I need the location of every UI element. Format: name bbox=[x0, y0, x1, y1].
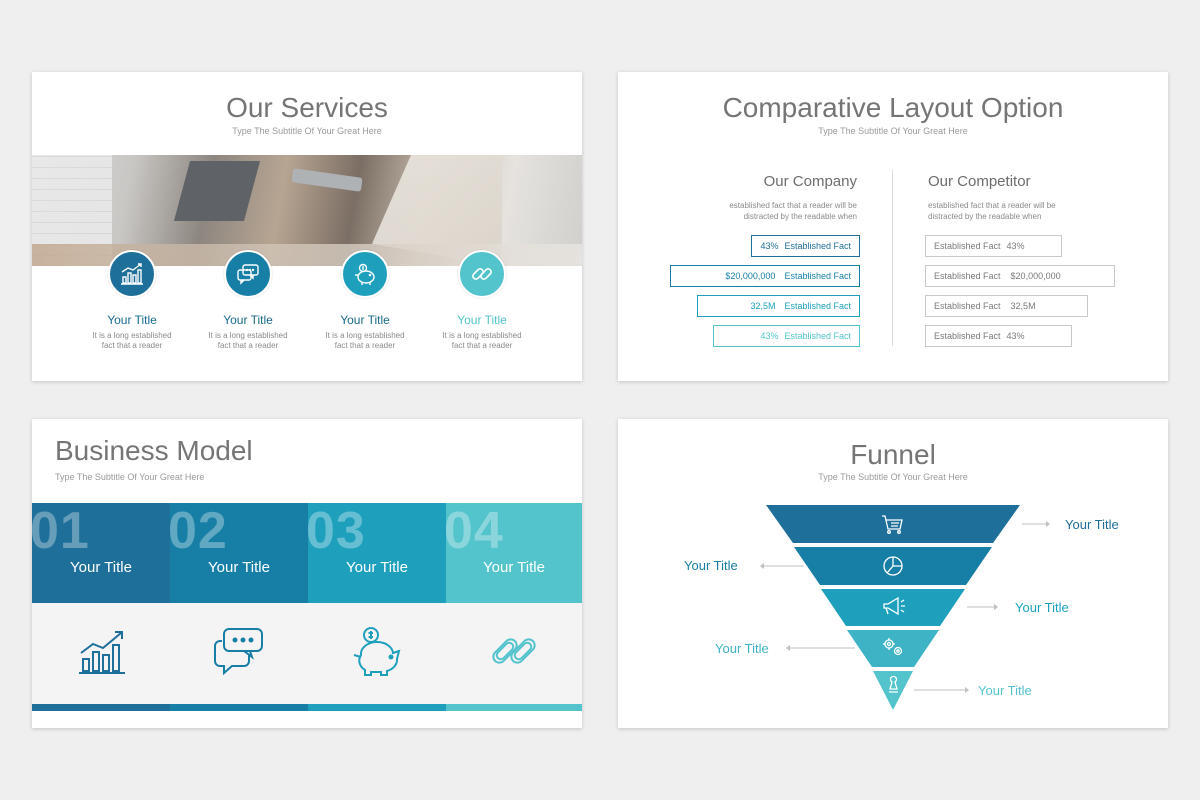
slide-subtitle: Type The Subtitle Of Your Great Here bbox=[818, 472, 968, 482]
step-number: 01 bbox=[32, 503, 90, 560]
gears-icon bbox=[883, 638, 903, 656]
our-company-text: established fact that a reader will be d… bbox=[729, 201, 857, 221]
slide-comparative-layout[interactable]: Comparative Layout Option Type The Subti… bbox=[618, 72, 1168, 381]
service-title: Your Title bbox=[457, 313, 507, 327]
column-divider bbox=[892, 170, 893, 346]
model-column: 04 Your Title bbox=[446, 503, 582, 603]
color-strip bbox=[170, 704, 308, 711]
piggy-bank-icon bbox=[308, 625, 446, 679]
slide-title: Comparative Layout Option bbox=[722, 92, 1064, 123]
megaphone-icon bbox=[883, 596, 905, 616]
funnel-level-3 bbox=[821, 589, 965, 626]
service-item: Your Title It is a long established fact… bbox=[310, 250, 420, 351]
color-strip bbox=[446, 704, 582, 711]
chain-link-icon bbox=[446, 625, 582, 677]
column-title: Your Title bbox=[208, 559, 270, 576]
service-text: It is a long established fact that a rea… bbox=[325, 331, 405, 350]
funnel-label: Your Title bbox=[684, 558, 738, 573]
office-team-photo bbox=[32, 155, 582, 266]
our-competitor-text: established fact that a reader will be d… bbox=[928, 201, 1056, 221]
funnel-label: Your Title bbox=[1015, 600, 1069, 615]
piggy-bank-icon bbox=[341, 250, 389, 298]
column-title: Your Title bbox=[70, 559, 132, 576]
slide-title: Business Model bbox=[55, 435, 253, 466]
slide-subtitle: Type The Subtitle Of Your Great Here bbox=[55, 472, 205, 482]
service-title: Your Title bbox=[340, 313, 390, 327]
step-number: 02 bbox=[170, 503, 228, 560]
model-column: 03 Your Title bbox=[308, 503, 446, 603]
model-column: 02 Your Title bbox=[170, 503, 308, 603]
funnel-label: Your Title bbox=[978, 683, 1032, 698]
chat-bubbles-icon bbox=[170, 625, 308, 677]
company-fact-box: 43%Established Fact bbox=[713, 325, 860, 347]
pie-chart-icon bbox=[883, 556, 903, 576]
funnel-label: Your Title bbox=[1065, 517, 1119, 532]
company-fact-box: 43%Established Fact bbox=[751, 235, 860, 257]
service-title: Your Title bbox=[223, 313, 273, 327]
shopping-cart-icon bbox=[882, 515, 903, 534]
column-title: Your Title bbox=[346, 559, 408, 576]
slide-title: Funnel bbox=[850, 439, 936, 470]
service-item: Your Title It is a long established fact… bbox=[193, 250, 303, 351]
funnel-label: Your Title bbox=[715, 641, 769, 656]
slide-title: Our Services bbox=[226, 92, 388, 123]
slide-subtitle: Type The Subtitle Of Your Great Here bbox=[818, 126, 968, 136]
service-item: Your Title It is a long established fact… bbox=[77, 250, 187, 351]
chat-bubbles-icon bbox=[224, 250, 272, 298]
our-company-heading: Our Company bbox=[763, 173, 857, 190]
competitor-fact-box: Established Fact$20,000,000 bbox=[925, 265, 1115, 287]
growth-chart-icon bbox=[32, 625, 170, 677]
slide-subtitle: Type The Subtitle Of Your Great Here bbox=[232, 126, 382, 136]
slide-business-model[interactable]: Business Model Type The Subtitle Of Your… bbox=[32, 419, 582, 728]
service-text: It is a long established fact that a rea… bbox=[442, 331, 522, 350]
bar-chart-icon bbox=[108, 250, 156, 298]
icon-band bbox=[32, 603, 582, 704]
chain-link-icon bbox=[458, 250, 506, 298]
chess-piece-icon bbox=[889, 675, 898, 693]
service-item: Your Title It is a long established fact… bbox=[427, 250, 537, 351]
slide-funnel[interactable]: Funnel Type The Subtitle Of Your Great H… bbox=[618, 419, 1168, 728]
slide-our-services[interactable]: Our Services Type The Subtitle Of Your G… bbox=[32, 72, 582, 381]
color-strip bbox=[308, 704, 446, 711]
funnel-diagram bbox=[760, 505, 1050, 710]
column-title: Your Title bbox=[483, 559, 545, 576]
our-competitor-heading: Our Competitor bbox=[928, 173, 1031, 190]
step-number: 03 bbox=[308, 503, 366, 560]
funnel-level-4 bbox=[847, 630, 939, 667]
service-text: It is a long established fact that a rea… bbox=[208, 331, 288, 350]
service-title: Your Title bbox=[107, 313, 157, 327]
funnel-level-5 bbox=[873, 671, 913, 710]
step-number: 04 bbox=[446, 503, 504, 560]
funnel-level-1 bbox=[766, 505, 1020, 543]
service-text: It is a long established fact that a rea… bbox=[92, 331, 172, 350]
color-strip bbox=[32, 704, 170, 711]
model-column: 01 Your Title bbox=[32, 503, 170, 603]
